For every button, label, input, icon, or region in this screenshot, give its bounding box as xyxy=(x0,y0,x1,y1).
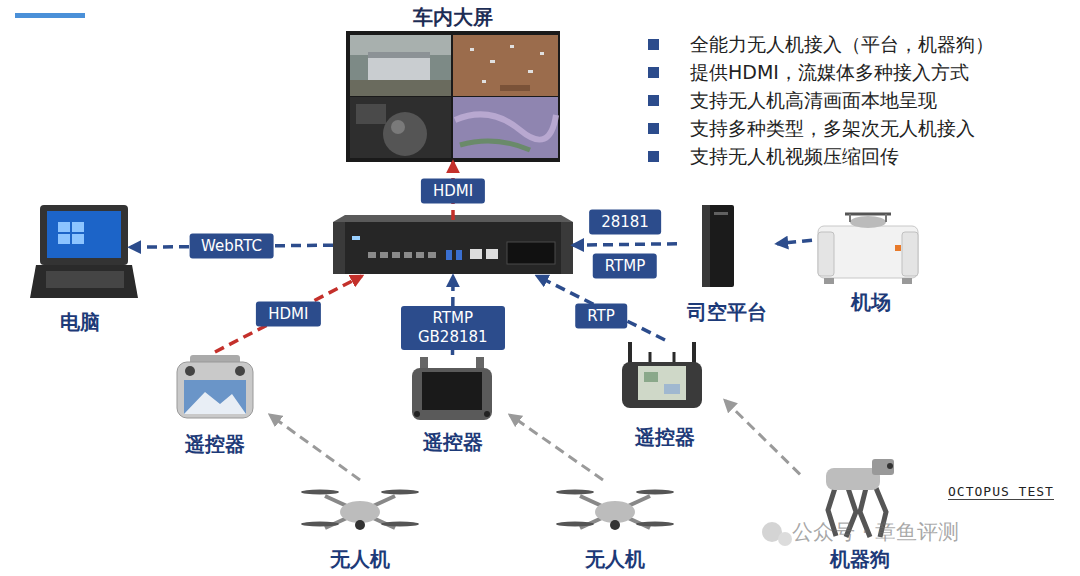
node-caption: 电脑 xyxy=(60,309,100,335)
dashed-connector xyxy=(537,276,665,340)
node-caption: 机器狗 xyxy=(830,546,890,572)
controller-node: 遥控器 xyxy=(605,340,725,450)
feature-bullet: 支持无人机高清画面本地呈现 xyxy=(690,88,937,112)
bullet-square xyxy=(648,39,659,50)
drone-illustration xyxy=(301,490,419,531)
protocol-tag: HDMI xyxy=(256,302,320,327)
protocol-tag: 28181 xyxy=(589,210,661,235)
bullet-square xyxy=(648,151,659,162)
protocol-tag: RTP xyxy=(575,304,627,329)
node-caption: 无人机 xyxy=(585,546,645,572)
feature-bullet: 支持无人机视频压缩回传 xyxy=(690,144,899,168)
laptop-node: 电脑 xyxy=(30,200,130,335)
platform-node: 司空平台 xyxy=(677,200,777,325)
controller-illustration xyxy=(177,355,253,418)
server-illustration xyxy=(333,215,573,274)
dashed-connector xyxy=(510,415,603,480)
bullet-square xyxy=(648,95,659,106)
protocol-tag: WebRTC xyxy=(189,234,274,259)
drone-illustration xyxy=(556,490,674,531)
node-caption: 遥控器 xyxy=(185,431,245,457)
node-caption: 司空平台 xyxy=(687,299,767,325)
controller-node: 遥控器 xyxy=(160,352,270,457)
drone-node: 无人机 xyxy=(300,480,420,572)
feature-bullet: 全能力无人机接入（平台，机器狗） xyxy=(690,32,994,56)
node-caption: 遥控器 xyxy=(635,424,695,450)
wechat-icon xyxy=(762,522,792,546)
node-caption: 无人机 xyxy=(330,546,390,572)
dashed-connector xyxy=(573,244,677,245)
dashed-connector xyxy=(215,276,362,352)
controller-node: 遥控器 xyxy=(395,355,510,455)
watermark: OCTOPUS TEST xyxy=(948,484,1054,500)
drone-node: 无人机 xyxy=(555,480,675,572)
screen-illustration xyxy=(346,31,560,162)
node-caption: 遥控器 xyxy=(423,429,483,455)
dashed-connector xyxy=(270,415,360,480)
feature-bullet: 支持多种类型，多架次无人机接入 xyxy=(690,116,975,140)
accent-line xyxy=(15,13,85,18)
controller-illustration xyxy=(412,357,492,420)
controller-illustration xyxy=(622,342,702,408)
protocol-tag: HDMI xyxy=(421,179,485,204)
dashed-connector xyxy=(777,240,812,244)
screen-node: 车内大屏 xyxy=(348,4,558,162)
node-caption: 车内大屏 xyxy=(413,4,493,30)
dock-node: 机场 xyxy=(812,200,930,315)
laptop-illustration xyxy=(30,205,138,298)
robot-dog-node: 机器狗 xyxy=(800,450,920,572)
dashed-connector xyxy=(725,401,800,475)
feature-bullet: 提供HDMI，流媒体多种接入方式 xyxy=(690,60,969,84)
dock-illustration xyxy=(818,214,918,284)
protocol-tag: RTMP GB28181 xyxy=(401,306,505,350)
protocol-tag: RTMP xyxy=(593,254,657,279)
bullet-square xyxy=(648,123,659,134)
watermark: 公众号 · 章鱼评测 xyxy=(792,518,959,546)
server-node xyxy=(333,220,573,276)
bullet-square xyxy=(648,67,659,78)
tower-pc-illustration xyxy=(702,205,734,287)
node-caption: 机场 xyxy=(851,289,891,315)
